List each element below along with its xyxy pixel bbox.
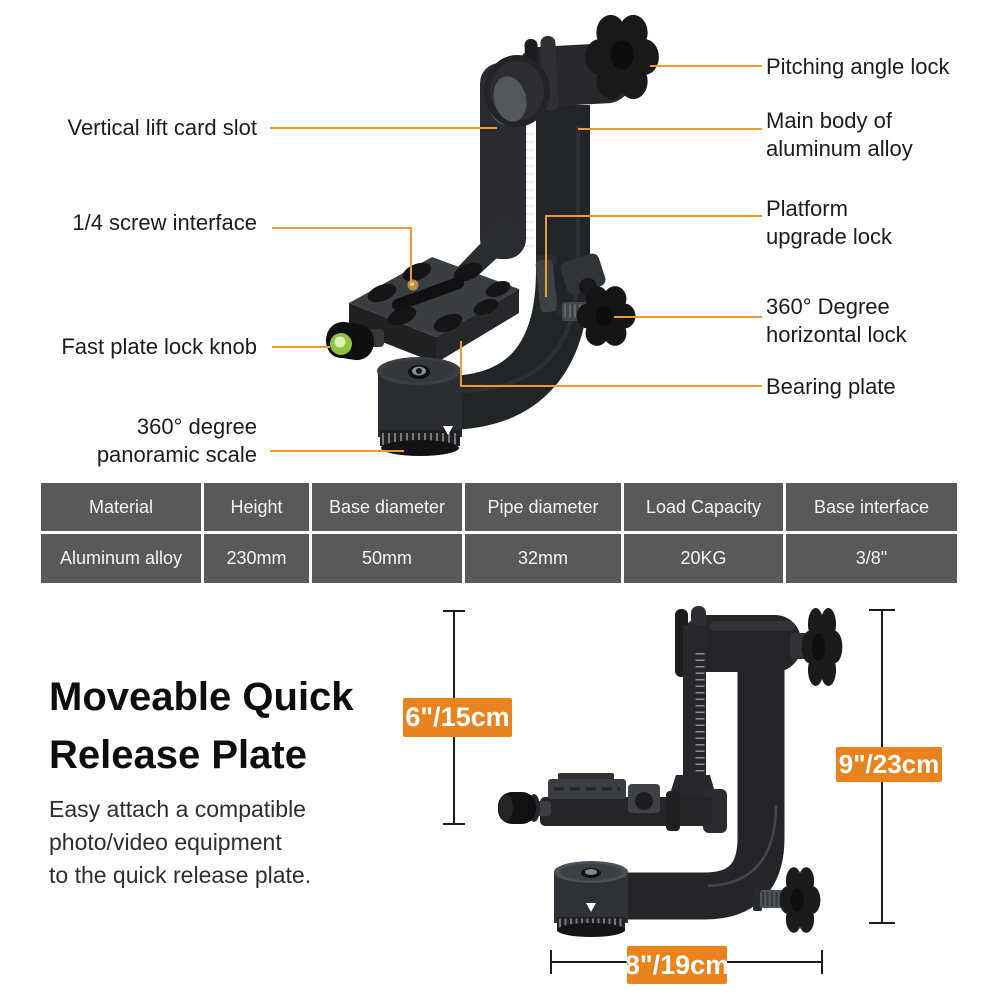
callout-line-quarter-screw-h	[272, 227, 412, 229]
callout-line-bearing-plate-h	[460, 385, 762, 387]
spec-header-pipe-diameter: Pipe diameter	[465, 483, 621, 531]
callout-line-horizontal-lock	[614, 316, 762, 318]
dim-right-cap-top	[869, 609, 895, 611]
dim-bottom-seg-right	[727, 961, 821, 963]
spec-header-base-interface: Base interface	[786, 483, 957, 531]
dim-bottom-cap-right	[821, 950, 823, 974]
dim-right-seg-bottom	[881, 782, 883, 922]
callout-line-pitching-angle-lock	[650, 65, 762, 67]
dim-left-cap-top	[443, 610, 465, 612]
callout-line-panoramic-scale	[270, 450, 404, 452]
callout-line-quarter-screw-v	[410, 227, 412, 283]
callout-line-platform-upgrade-h	[546, 215, 762, 217]
callout-line-vertical-lift-card-slot	[270, 127, 497, 129]
section-description: Easy attach a compatible photo/video equ…	[49, 796, 312, 888]
spec-value-base-interface: 3/8"	[786, 534, 957, 583]
label-platform-upgrade-lock: Platform upgrade lock	[766, 196, 892, 249]
spec-header-material: Material	[41, 483, 201, 531]
badge-plate-height: 6"/15cm	[403, 698, 512, 737]
label-quarter-screw-interface: 1/4 screw interface	[72, 210, 257, 235]
label-fast-plate-lock-knob: Fast plate lock knob	[61, 334, 257, 359]
callout-line-bearing-plate-v	[460, 341, 462, 387]
label-horizontal-lock: 360° Degree horizontal lock	[766, 294, 907, 347]
dim-right-cap-bottom	[869, 922, 895, 924]
label-panoramic-scale: 360° degree panoramic scale	[96, 414, 257, 467]
dim-bottom-seg-left	[552, 961, 627, 963]
label-main-body: Main body of aluminum alloy	[766, 108, 913, 161]
badge-total-height: 9"/23cm	[836, 747, 942, 782]
label-pitching-angle-lock: Pitching angle lock	[766, 54, 950, 79]
dim-bottom-cap-left	[550, 950, 552, 974]
label-vertical-lift-card-slot: Vertical lift card slot	[67, 115, 257, 140]
spec-value-base-diameter: 50mm	[312, 534, 462, 583]
callout-line-fast-plate-lock	[272, 346, 330, 348]
spec-table: Material Height Base diameter Pipe diame…	[41, 483, 957, 583]
spec-value-pipe-diameter: 32mm	[465, 534, 621, 583]
spec-header-height: Height	[204, 483, 309, 531]
spec-header-base-diameter: Base diameter	[312, 483, 462, 531]
callout-line-platform-upgrade-v	[545, 215, 547, 297]
label-bearing-plate: Bearing plate	[766, 374, 896, 399]
spec-value-height: 230mm	[204, 534, 309, 583]
gimbal-photo-top	[325, 14, 659, 456]
dim-left-cap-bottom	[443, 823, 465, 825]
spec-header-load-capacity: Load Capacity	[624, 483, 783, 531]
dim-left-seg-bottom	[453, 737, 455, 823]
callout-line-main-body	[578, 128, 762, 130]
spec-value-material: Aluminum alloy	[41, 534, 201, 583]
gimbal-photo-bottom	[498, 606, 843, 937]
badge-base-width: 8"/19cm	[625, 946, 729, 984]
dim-left-seg-top	[453, 612, 455, 698]
section-heading: Moveable Quick Release Plate	[49, 675, 354, 777]
spec-value-load-capacity: 20KG	[624, 534, 783, 583]
dim-right-seg-top	[881, 611, 883, 747]
